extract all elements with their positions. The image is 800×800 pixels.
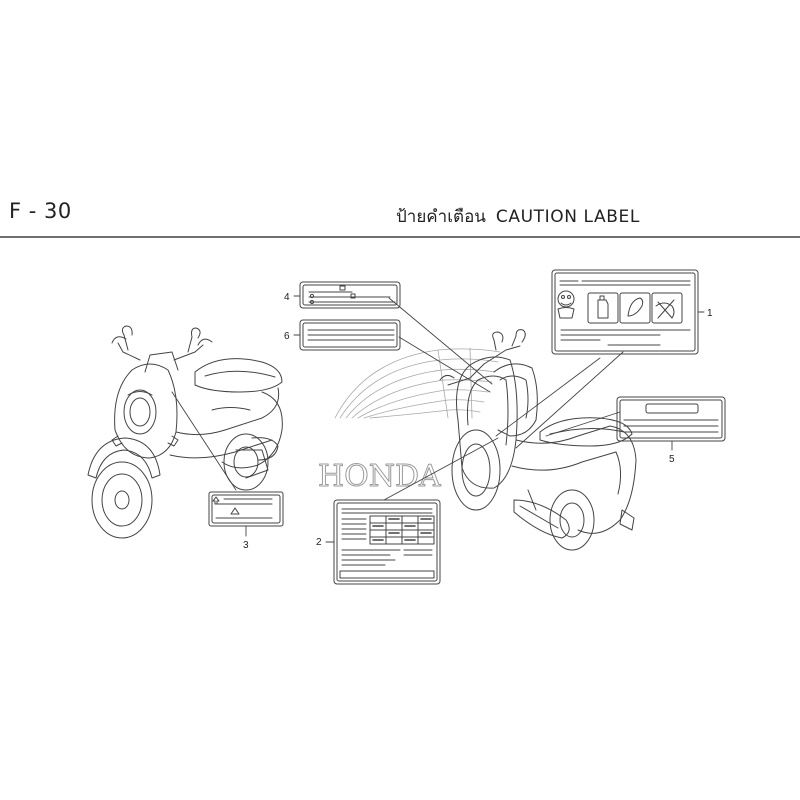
caution-label-4 — [299, 281, 401, 309]
callout-number-6: 6 — [284, 331, 290, 342]
leader-lines — [171, 297, 624, 501]
honda-watermark-text: HONDA — [318, 459, 441, 494]
caution-label-5 — [616, 396, 726, 442]
caution-label-3 — [208, 491, 284, 527]
header-rule — [0, 236, 800, 238]
callout-number-3: 3 — [243, 540, 249, 551]
callout-number-1: 1 — [707, 308, 713, 319]
caution-label-2 — [333, 499, 441, 585]
scooter-front-view — [87, 325, 283, 539]
page-title-english: CAUTION LABEL — [495, 207, 640, 227]
page-title: ป้ายคำเตือน CAUTION LABEL — [396, 203, 640, 230]
callout-number-5: 5 — [669, 454, 675, 465]
callout-number-2: 2 — [316, 537, 322, 548]
callout-ticks — [245, 295, 705, 543]
scooter-rear-view — [439, 329, 637, 551]
callout-number-4: 4 — [284, 292, 290, 303]
caution-label-6 — [299, 319, 401, 351]
page-code: F - 30 — [9, 199, 72, 223]
caution-label-1 — [551, 269, 699, 355]
page-title-thai: ป้ายคำเตือน — [396, 207, 486, 227]
